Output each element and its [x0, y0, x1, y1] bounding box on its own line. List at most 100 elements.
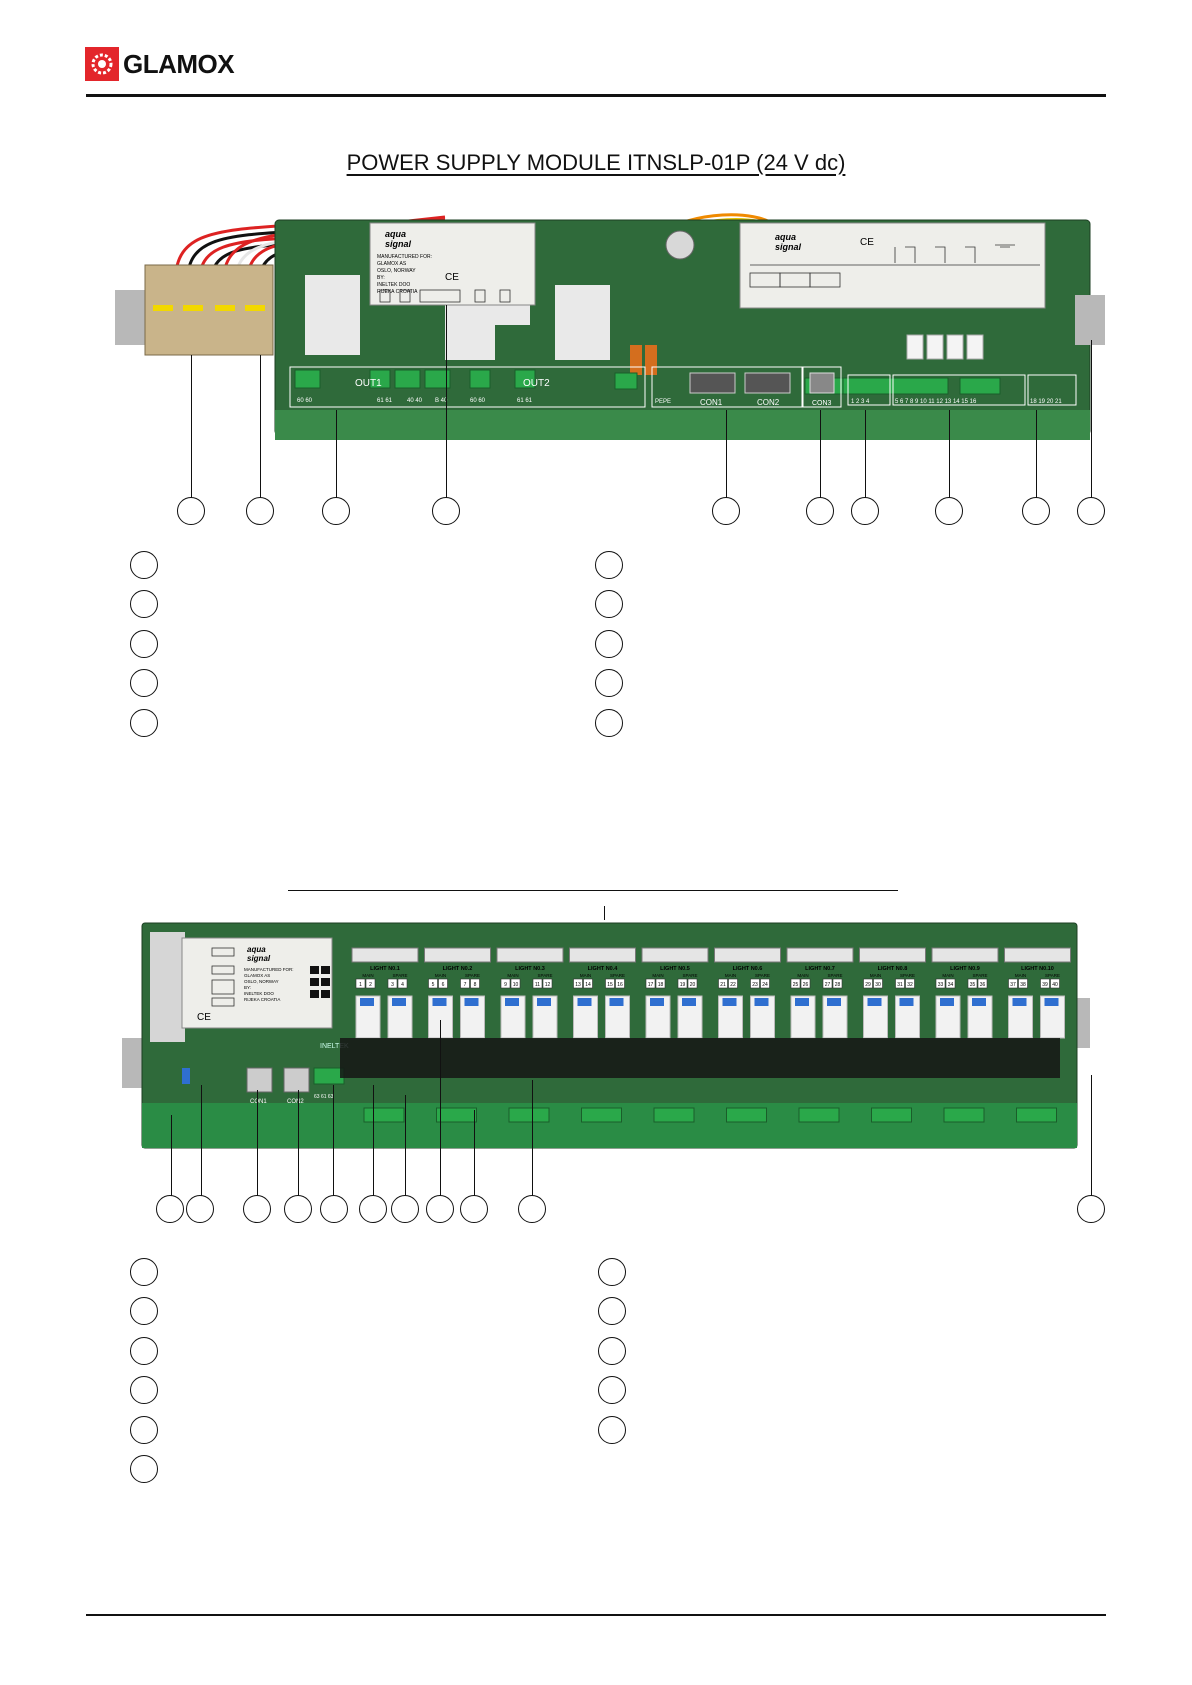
terminal-number: 37	[1010, 982, 1016, 988]
legend-circle	[595, 630, 623, 658]
svg-text:INELTEK DOO: INELTEK DOO	[244, 991, 274, 996]
svg-text:CON1: CON1	[700, 398, 723, 407]
con2-connector	[744, 372, 791, 394]
glamox-logo: GLAMOX	[85, 46, 235, 82]
callout-circle	[432, 497, 460, 525]
relay-cap	[899, 998, 914, 1006]
svg-text:1 2 3 4: 1 2 3 4	[851, 399, 870, 405]
channel-name: LIGHT N0.2	[443, 966, 473, 972]
terminal-number-box	[510, 978, 521, 989]
svg-text:OSLO, NORWAY: OSLO, NORWAY	[244, 979, 279, 984]
terminal-number: 5	[432, 982, 435, 988]
leader-line	[949, 410, 950, 498]
terminal-number: 3	[391, 982, 394, 988]
svg-text:5 6 7 8 9 10 11 12 13 14 15 16: 5 6 7 8 9 10 11 12 13 14 15 16	[895, 399, 977, 405]
terminal-number-box	[728, 978, 738, 989]
terminal-number: 12	[545, 982, 551, 988]
terminal-number: 10	[513, 982, 519, 988]
relay-cap	[972, 998, 986, 1006]
relay-left	[305, 275, 360, 355]
channel-main-label: MAIN	[870, 973, 881, 978]
leader-line	[474, 1110, 475, 1200]
channel-terminal-block	[508, 1107, 550, 1123]
svg-text:OSLO, NORWAY: OSLO, NORWAY	[377, 268, 416, 274]
terminal-number-box	[1050, 978, 1060, 989]
terminal-number: 6	[442, 982, 445, 988]
terminal-number-box	[1040, 978, 1050, 989]
brand-name: GLAMOX	[123, 48, 235, 79]
terminal-number-box	[790, 978, 801, 989]
terminal-number-box	[428, 978, 438, 989]
terminal-blocks	[144, 264, 274, 356]
terminal-number-box	[760, 978, 770, 989]
terminal-number: 14	[585, 982, 591, 988]
figure2-title-underline	[288, 890, 898, 891]
channel-terminal-block	[653, 1107, 695, 1123]
callout-circle	[712, 497, 740, 525]
power-supply-module-photo: aqua signal MANUFACTURED FOR: GLAMOX AS …	[115, 213, 1105, 440]
legend-circle	[598, 1376, 626, 1404]
svg-text:OUT2: OUT2	[523, 378, 550, 389]
terminal-number: 13	[575, 982, 581, 988]
channel-spare-label: SPARE	[755, 973, 770, 978]
svg-text:61 61: 61 61	[377, 398, 393, 404]
svg-text:signal: signal	[385, 239, 412, 249]
svg-text:B 40: B 40	[435, 398, 448, 404]
terminal-number-box	[750, 978, 760, 989]
callout-circle	[320, 1195, 348, 1223]
terminal-number-box	[460, 978, 470, 989]
svg-text:CON2: CON2	[287, 1099, 304, 1105]
terminal-number: 1	[359, 982, 362, 988]
channel-label-plate	[351, 947, 419, 963]
terminal-number-box	[863, 978, 873, 989]
terminal-number: 22	[730, 982, 736, 988]
leader-line	[1091, 1075, 1092, 1200]
terminal-number: 21	[720, 982, 726, 988]
channel-spare-label: SPARE	[393, 973, 408, 978]
leader-line	[298, 1090, 299, 1200]
leader-line	[1036, 410, 1037, 498]
relay-cap	[392, 998, 406, 1006]
terminal-number: 15	[607, 982, 613, 988]
terminal-number-box	[438, 978, 448, 989]
relay-module-photo: aqua signal MANUFACTURED FOR: GLAMOX AS …	[122, 922, 1090, 1149]
callout-circle	[186, 1195, 214, 1223]
channel-label-plate	[859, 947, 926, 963]
svg-text:PEPE: PEPE	[655, 399, 671, 405]
callout-circle	[359, 1195, 387, 1223]
din-rail-right	[1075, 295, 1105, 345]
relay-cap	[537, 998, 551, 1006]
rj45-con2	[283, 1067, 310, 1093]
channel-name: LIGHT N0.8	[878, 966, 908, 972]
terminal-number: 31	[897, 982, 903, 988]
callout-circle	[1022, 497, 1050, 525]
svg-text:CE: CE	[197, 1012, 211, 1023]
leader-line	[373, 1085, 374, 1200]
leader-line	[333, 1085, 334, 1200]
terminal-number: 25	[793, 982, 799, 988]
terminal-number-box	[718, 978, 728, 989]
terminal-number-box	[800, 978, 811, 989]
terminal-number-box	[967, 978, 978, 989]
svg-text:40 40: 40 40	[407, 398, 423, 404]
footer-rule	[86, 1614, 1106, 1616]
svg-text:CE: CE	[445, 272, 459, 283]
channel-terminal-block	[798, 1107, 840, 1123]
legend-circle	[595, 551, 623, 579]
terminal-5-16-frame	[892, 374, 1026, 406]
callout-circle	[426, 1195, 454, 1223]
callout-circle	[284, 1195, 312, 1223]
channel-terminal-block	[363, 1107, 405, 1123]
callout-circle	[156, 1195, 184, 1223]
legend-circle	[130, 1376, 158, 1404]
channel-main-label: MAIN	[435, 973, 446, 978]
svg-text:aqua: aqua	[775, 232, 796, 242]
svg-text:CON2: CON2	[757, 398, 780, 407]
terminal-number-box	[365, 978, 376, 989]
callout-circle	[243, 1195, 271, 1223]
terminal-number: 33	[938, 982, 944, 988]
channel-terminal-block	[871, 1107, 912, 1123]
channel-label-plate	[714, 947, 781, 963]
terminal-number-box	[583, 978, 593, 989]
legend-circle	[595, 590, 623, 618]
